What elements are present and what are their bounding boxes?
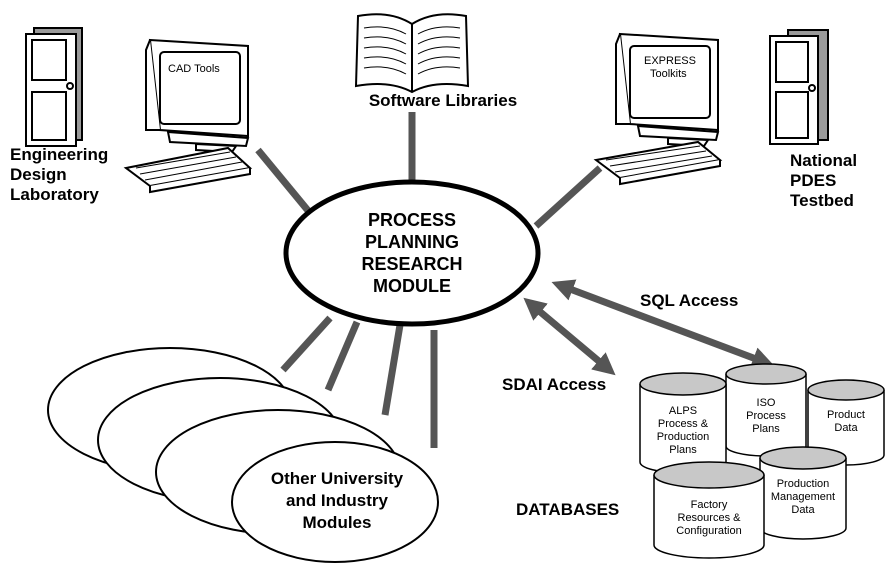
prodmgmt-line-1: Production [777, 478, 830, 490]
module-ellipse-4 [231, 441, 439, 563]
iso-process-plans-cylinder [725, 363, 807, 457]
connector-module-1 [280, 315, 333, 373]
prodmgmt-line-3: Data [791, 504, 815, 516]
product-line-1: Product [827, 409, 865, 421]
databases-label: DATABASES [516, 500, 619, 519]
factory-line-1: Factory [691, 499, 728, 511]
iso-line-3: Plans [752, 423, 780, 435]
product-line-2: Data [834, 422, 858, 434]
database-labels: ALPS Process & Production Plans ISO Proc… [657, 397, 865, 537]
factory-line-2: Resources & [678, 512, 742, 524]
express-screen-line-2: Toolkits [650, 68, 687, 80]
product-data-cylinder [807, 379, 885, 466]
center-line-2: PLANNING [365, 232, 459, 252]
national-line-3: Testbed [790, 191, 854, 210]
engineering-door-icon [25, 27, 83, 147]
engineering-line-2: Design [10, 165, 67, 184]
book-icon [354, 13, 470, 94]
alps-line-4: Plans [669, 444, 697, 456]
alps-line-2: Process & [658, 418, 709, 430]
cad-screen-text: CAD Tools [168, 63, 220, 75]
connector-national [533, 165, 603, 229]
connector-module-2 [324, 320, 361, 392]
factory-resources-cylinder [653, 461, 765, 559]
national-door-icon [769, 29, 829, 145]
modules-line-1: Other University [271, 469, 404, 488]
prodmgmt-line-2: Management [771, 491, 835, 503]
connectors [255, 112, 603, 448]
iso-line-1: ISO [757, 397, 776, 409]
engineering-line-3: Laboratory [10, 185, 99, 204]
modules-line-3: Modules [303, 513, 372, 532]
sql-access-label: SQL Access [640, 291, 738, 310]
center-line-4: MODULE [373, 276, 451, 296]
process-planning-module: PROCESS PLANNING RESEARCH MODULE [283, 179, 541, 327]
sdai-access-arrow [523, 297, 616, 376]
connector-engineering [255, 147, 313, 216]
sdai-access-label: SDAI Access [502, 375, 606, 394]
connector-module-3 [381, 324, 404, 416]
express-screen-line-1: EXPRESS [644, 55, 696, 67]
modules-line-2: and Industry [286, 491, 389, 510]
cad-computer-icon: CAD Tools [123, 38, 253, 194]
center-line-3: RESEARCH [361, 254, 462, 274]
software-libraries-label: Software Libraries [369, 91, 517, 110]
express-computer-icon: EXPRESS Toolkits [593, 32, 723, 186]
production-management-cylinder [759, 446, 847, 540]
alps-line-1: ALPS [669, 405, 697, 417]
databases-group [639, 363, 885, 559]
center-line-1: PROCESS [368, 210, 456, 230]
national-line-1: National [790, 151, 857, 170]
alps-line-3: Production [657, 431, 710, 443]
iso-line-2: Process [746, 410, 786, 422]
national-line-2: PDES [790, 171, 836, 190]
engineering-line-1: Engineering [10, 145, 108, 164]
factory-line-3: Configuration [676, 525, 741, 537]
other-modules-stack [47, 347, 439, 563]
